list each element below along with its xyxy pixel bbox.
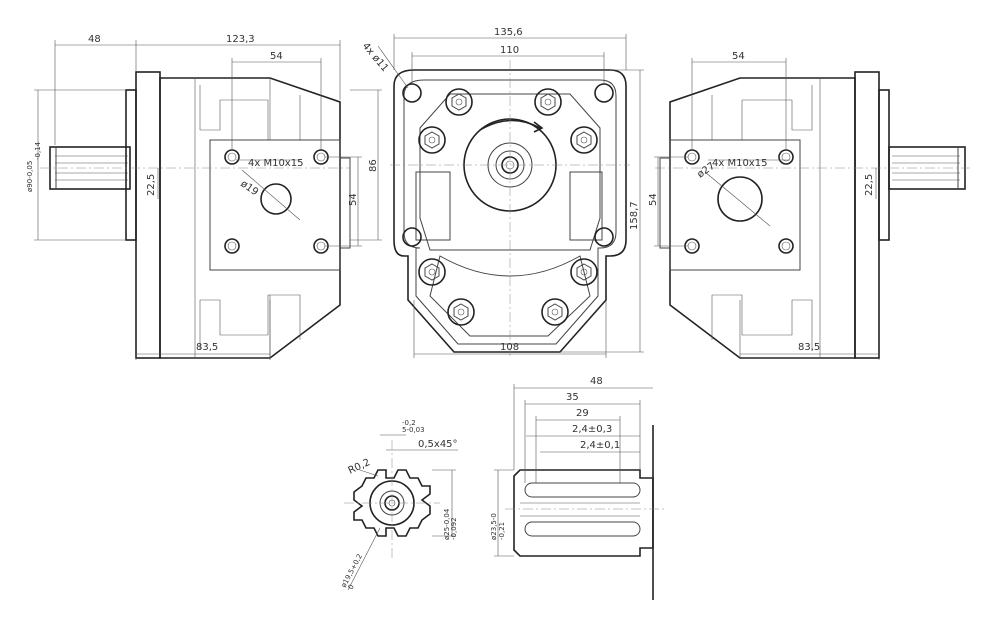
- right-side-view: 54 4x M10x15 ø27 54 22,5 83,5: [648, 51, 970, 360]
- dim-48-spline: 48: [590, 376, 603, 387]
- dim-54-right-side: 54: [648, 193, 659, 206]
- label-holes-front: 4x ø11: [360, 41, 390, 74]
- dim-inner-dia: ø19,5+0,2: [340, 553, 364, 589]
- front-mount-hole: [594, 83, 614, 103]
- spline-end-view: 5-0,03 -0,2 0,5x45° R0,2 ø25-0,04 -0,092…: [340, 419, 458, 591]
- dim-54-left-top: 54: [270, 51, 283, 62]
- dim-2-4a: 2,4±0,3: [572, 424, 612, 435]
- dim-2-4b: 2,4±0,1: [580, 440, 620, 451]
- left-port: [260, 183, 292, 215]
- front-mount-hole: [594, 227, 614, 247]
- dim-spline-dia: ø23,5-0: [490, 513, 498, 540]
- left-body: [159, 77, 341, 359]
- front-hex-bolt: [534, 88, 562, 116]
- dim-35: 35: [566, 392, 579, 403]
- front-hex-bolt: [445, 88, 473, 116]
- dim-108: 108: [500, 342, 519, 353]
- front-view: 135,6 110 4x ø11 158,7 108: [360, 27, 644, 358]
- spline-shaft-side: [513, 469, 654, 557]
- right-bolt-hole: [778, 149, 794, 165]
- dim-22-5-left: 22,5: [146, 174, 157, 196]
- left-bolt-hole: [224, 238, 240, 254]
- label-bolts-left: 4x M10x15: [248, 158, 303, 169]
- front-hex-bolt: [570, 258, 598, 286]
- spline-side-view: 48 35 29 2,4±0,3 2,4±0,1 ø23,5-0 -0,21: [490, 376, 665, 600]
- label-bolts-right: 4x M10x15: [712, 158, 767, 169]
- dim-shaft-dia-left-tol: -0,14: [34, 141, 42, 160]
- dim-83-5-right: 83,5: [798, 342, 820, 353]
- right-bolt-hole: [778, 238, 794, 254]
- dim-135-6: 135,6: [494, 27, 523, 38]
- dim-54-left-side: 54: [348, 193, 359, 206]
- dim-158-7: 158,7: [629, 201, 640, 230]
- front-hex-bolt: [447, 298, 475, 326]
- dim-spline-dia-tol: -0,21: [498, 522, 506, 540]
- dim-outer-dia: ø25-0,04: [443, 508, 451, 540]
- dim-outer-dia-tol: -0,092: [450, 517, 458, 540]
- right-flange-ring: [878, 89, 890, 241]
- dim-123-3: 123,3: [226, 34, 255, 45]
- spline-profile: [353, 469, 431, 537]
- dim-22-5-right: 22,5: [864, 174, 875, 196]
- front-hex-bolt: [570, 126, 598, 154]
- dim-shaft-dia-left: ø90-0,05: [26, 161, 34, 192]
- dim-54-right-top: 54: [732, 51, 745, 62]
- label-port-left: ø19: [238, 178, 260, 198]
- dim-inner-dia-tol: 0: [347, 583, 356, 591]
- left-flange-ring: [125, 89, 137, 241]
- dim-83-5-left: 83,5: [196, 342, 218, 353]
- dim-key: 5-0,03: [402, 426, 425, 434]
- dim-chamfer: 0,5x45°: [418, 439, 458, 450]
- left-side-view: 48 123,3 54 ø90-0,05 -0,14 22,5 54 86 4x…: [26, 34, 382, 360]
- dim-110: 110: [500, 45, 519, 56]
- front-hex-bolt: [418, 126, 446, 154]
- front-hex-bolt: [541, 298, 569, 326]
- front-hex-bolt: [418, 258, 446, 286]
- right-body: [669, 77, 856, 359]
- left-bolt-hole: [224, 149, 240, 165]
- front-mount-hole: [402, 83, 422, 103]
- dim-radius: R0,2: [347, 457, 372, 477]
- dim-48-left: 48: [88, 34, 101, 45]
- left-flange: [135, 71, 161, 359]
- right-flange: [854, 71, 880, 359]
- dim-29: 29: [576, 408, 589, 419]
- right-port: [717, 176, 763, 222]
- front-mount-hole: [402, 227, 422, 247]
- dim-86: 86: [368, 159, 379, 172]
- dim-key-tol: -0,2: [402, 419, 416, 427]
